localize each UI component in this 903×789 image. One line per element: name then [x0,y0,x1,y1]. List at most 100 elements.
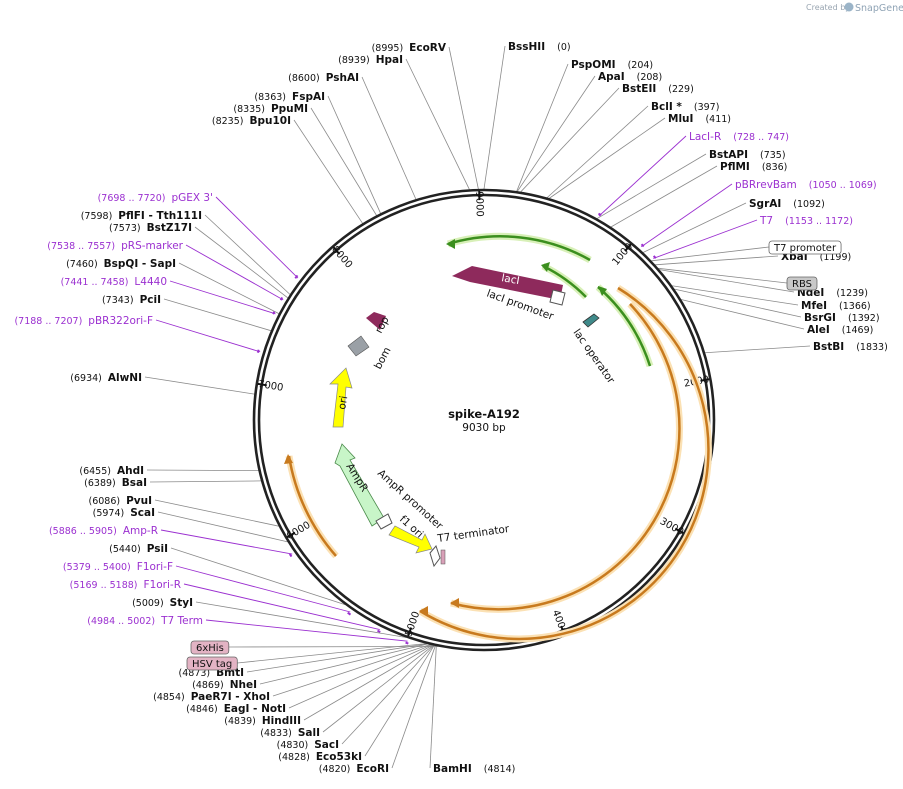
feature-lacI-promoter[interactable] [549,289,566,306]
box-t7-promoter[interactable]: T7 promoter [768,240,842,255]
box-hsv-tag[interactable]: HSV tag [186,656,238,671]
site-scai[interactable]: ScaI(5974) [93,507,155,519]
site-pflfi-tth111i[interactable]: PflFI - Tth111I(7598) [81,210,202,222]
site-pcii-pos: (7343) [102,295,134,306]
primer-t7-term[interactable]: T7 Term(4984 .. 5002) [87,615,203,627]
feature-AmpR-promoter[interactable] [375,513,393,530]
primer-pgex-3-name: pGEX 3' [171,192,213,204]
orf-arc-green3[interactable] [597,286,652,367]
site-nhei-leader [259,643,428,685]
site-nhei[interactable]: NheI(4869) [192,679,257,691]
feature-lacI[interactable] [452,266,563,300]
primer-prs-marker-mark[interactable] [279,296,284,301]
site-alwni[interactable]: AlwNI(6934) [70,372,142,384]
site-hpai[interactable]: HpaI(8939) [338,54,403,66]
feature-lac-operator[interactable] [582,313,600,328]
primer-pbrrevbam-pos: (1050 .. 1069) [809,180,877,191]
site-bsrgi-leader [674,288,802,318]
site-apai[interactable]: ApaI(208) [598,71,662,83]
site-mlui[interactable]: MluI(411) [668,113,731,125]
feature-ori[interactable] [329,367,353,428]
box-6xhis[interactable]: 6xHis [190,640,230,655]
primer-pbr322ori-f-mark[interactable] [256,349,260,354]
feature-AmpR[interactable] [334,443,385,527]
feature-bom[interactable] [347,335,370,357]
site-paer7i-xhoi[interactable]: PaeR7I - XhoI(4854) [153,691,270,703]
site-eco53ki[interactable]: Eco53kI(4828) [278,751,362,763]
feature-rop[interactable] [366,312,386,330]
primer-pgex-3-mark[interactable] [294,274,299,279]
site-bstapi[interactable]: BstAPI(735) [709,149,786,161]
primer-pbrrevbam[interactable]: pBRrevBam(1050 .. 1069) [735,179,877,191]
site-ahdi[interactable]: AhdI(6455) [79,465,144,477]
site-bsai-pos: (6389) [84,478,116,489]
site-ppumi[interactable]: PpuMI(8335) [233,103,308,115]
primer-t7-mark[interactable] [652,255,657,259]
primer-f1ori-r[interactable]: F1ori-R(5169 .. 5188) [70,579,181,591]
site-fspai[interactable]: FspAI(8363) [254,91,325,103]
site-bspqi-sapi[interactable]: BspQI - SapI(7460) [66,258,176,270]
primer-f1ori-f-mark[interactable] [347,611,352,616]
site-pflmi-pos: (836) [762,162,788,173]
primer-amp-r[interactable]: Amp-R(5886 .. 5905) [49,525,158,537]
site-bpu10i-leader [293,119,363,224]
primer-l4440-mark[interactable] [272,311,276,315]
site-ecori[interactable]: EcoRI(4820) [319,763,389,775]
primer-pbr322ori-f[interactable]: pBR322ori-F (7188 .. 7207) [14,315,153,327]
site-ndei-leader [659,269,795,293]
primer-pbrrevbam-mark[interactable] [640,243,645,248]
primer-laci-r-mark[interactable] [598,212,602,217]
primer-pgex-3[interactable]: pGEX 3'(7698 .. 7720) [98,192,213,204]
site-bamhi[interactable]: BamHI(4814) [433,763,515,775]
site-ecorv[interactable]: EcoRV(8995) [372,42,447,54]
box-rbs[interactable]: RBS [786,276,818,291]
primer-pbr322ori-f-name: pBR322ori-F [88,315,153,327]
primer-amp-r-mark[interactable] [288,553,293,558]
tick-label-1000: 1000 [610,241,635,268]
site-alei[interactable]: AleI(1469) [807,324,873,336]
site-pspomi[interactable]: PspOMI(204) [571,59,653,71]
orf-arc-spike-outer[interactable] [419,286,710,641]
site-saci[interactable]: SacI(4830) [277,739,339,751]
primer-f1ori-r-mark[interactable] [377,629,381,633]
primer-t7[interactable]: T7(1153 .. 1172) [759,215,853,227]
site-sali[interactable]: SalI(4833) [260,727,320,739]
site-pvui[interactable]: PvuI(6086) [88,495,152,507]
site-mfei[interactable]: MfeI(1366) [801,300,871,312]
primer-t7-term-mark[interactable] [405,641,409,645]
primer-prs-marker[interactable]: pRS-marker(7538 .. 7557) [47,240,183,252]
feature-f1-ori[interactable] [388,525,433,554]
site-ecorv-name: EcoRV [409,42,447,54]
orf-arc-left[interactable] [287,455,337,557]
primer-pbr322ori-f-pos: (7188 .. 7207) [14,316,82,327]
site-bsai[interactable]: BsaI(6389) [84,477,147,489]
primer-pbr322ori-f-leader [155,319,261,353]
site-pflmi[interactable]: PflMI(836) [720,161,787,173]
site-psii[interactable]: PsiI(5440) [109,543,168,555]
site-hindiii[interactable]: HindIII(4839) [224,715,301,727]
site-styi[interactable]: StyI(5009) [132,597,193,609]
site-bstbi[interactable]: BstBI(1833) [813,341,888,353]
orf-arc-lacI[interactable] [447,235,591,262]
feature-6xHis-mark [440,549,446,565]
site-pshai[interactable]: PshAI(8600) [288,72,359,84]
site-pvui-name: PvuI [126,495,152,507]
site-bsteii[interactable]: BstEII(229) [622,83,694,95]
primer-prs-marker-leader [185,244,284,301]
site-sgrai[interactable]: SgrAI(1092) [749,198,825,210]
site-eagi-noti[interactable]: EagI - NotI(4846) [186,703,286,715]
orf-arc-spike-inner[interactable] [450,303,681,611]
site-bcli[interactable]: BclI *(397) [651,101,719,113]
primer-laci-r[interactable]: LacI-R(728 .. 747) [689,131,789,143]
credit-brand[interactable]: SnapGene [855,3,903,14]
primer-f1ori-f[interactable]: F1ori-F(5379 .. 5400) [63,561,173,573]
feature-T7-terminator[interactable] [429,545,441,568]
site-pspomi-pos: (204) [628,60,654,71]
site-bpu10i[interactable]: Bpu10I(8235) [212,115,291,127]
site-bsrgi[interactable]: BsrGI(1392) [804,312,880,324]
site-pshai-leader [361,76,417,200]
site-bstz17i[interactable]: BstZ17I(7573) [109,222,192,234]
primer-l4440[interactable]: L4440(7441 .. 7458) [61,276,167,288]
site-bsshii[interactable]: BssHII(0) [508,41,571,53]
site-pcii[interactable]: PciI(7343) [102,294,161,306]
